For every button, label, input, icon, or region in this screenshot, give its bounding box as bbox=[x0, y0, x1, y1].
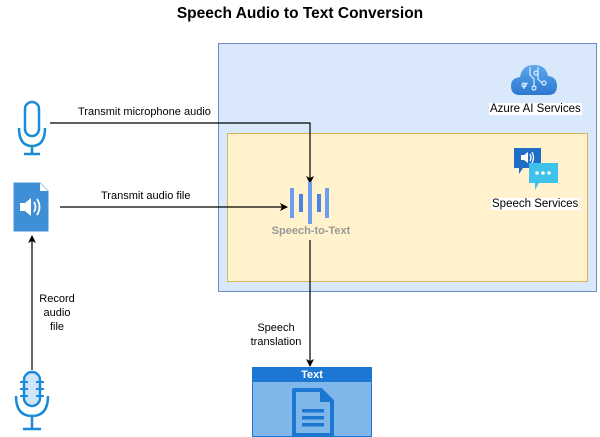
document-icon bbox=[292, 388, 334, 437]
diagram-title: Speech Audio to Text Conversion bbox=[176, 5, 424, 22]
audio-file-icon[interactable] bbox=[12, 181, 50, 233]
azure-ai-services-label: Azure AI Services bbox=[489, 103, 582, 115]
speech-services-icon bbox=[514, 148, 558, 190]
azure-ai-cloud-icon bbox=[511, 65, 557, 95]
speech-to-text-waveform-icon[interactable] bbox=[289, 182, 329, 226]
text-output-node[interactable]: Text bbox=[252, 367, 372, 437]
text-output-header: Text bbox=[253, 368, 371, 382]
speech-services-label: Speech Services bbox=[491, 198, 580, 210]
edge-label-record: Record audio file bbox=[39, 293, 75, 333]
edge-label-translation: Speech translation bbox=[250, 322, 302, 348]
microphone-icon[interactable] bbox=[16, 100, 48, 156]
recording-microphone-icon[interactable] bbox=[12, 370, 52, 434]
edge-label-file: Transmit audio file bbox=[101, 190, 191, 202]
edge-label-mic: Transmit microphone audio bbox=[78, 106, 211, 118]
edge-mic-to-stt[interactable] bbox=[50, 122, 314, 184]
speech-to-text-label: Speech-to-Text bbox=[271, 225, 351, 237]
